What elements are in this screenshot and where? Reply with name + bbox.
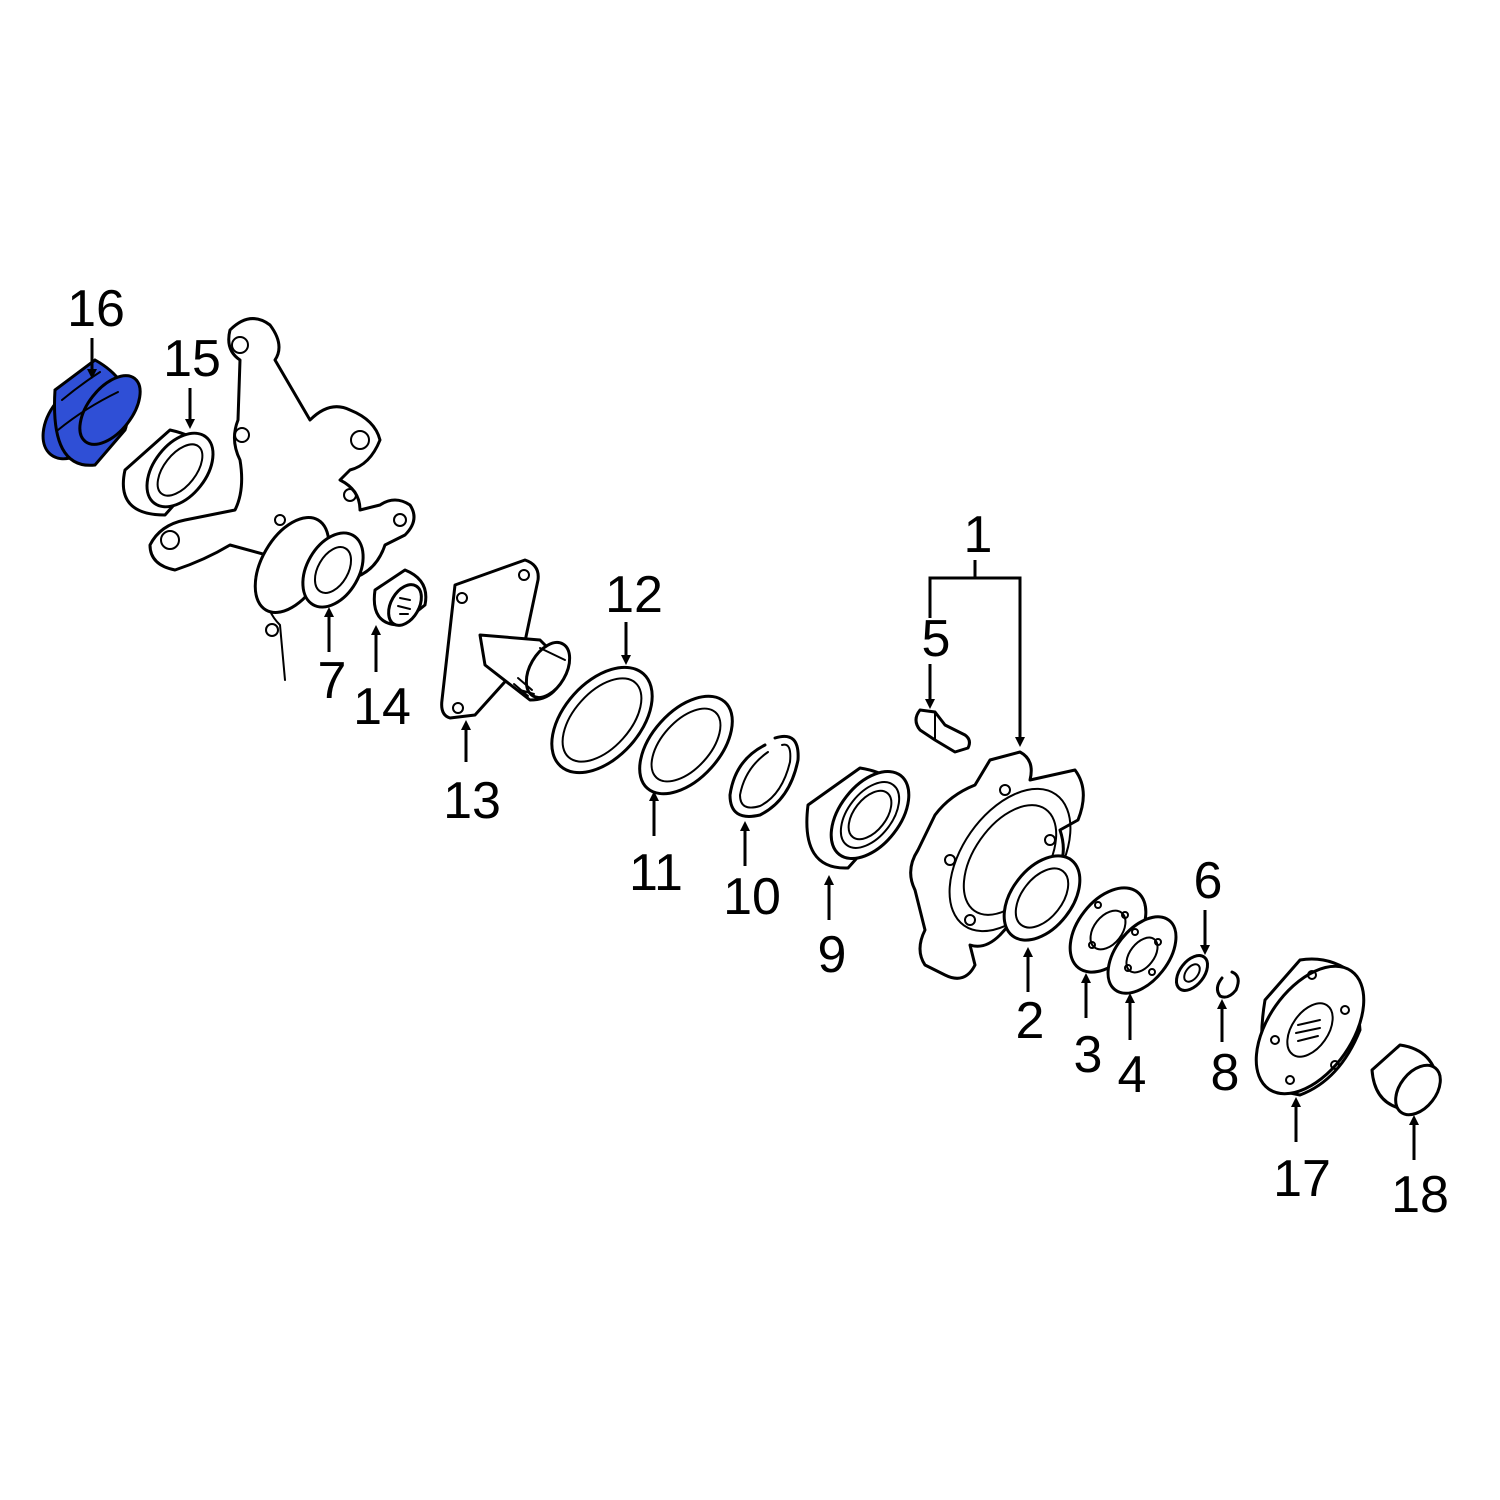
- part-8-clip[interactable]: [1215, 970, 1240, 999]
- label-7: 7: [318, 652, 347, 710]
- label-18: 18: [1391, 1166, 1449, 1224]
- label-15: 15: [163, 330, 221, 388]
- label-9: 9: [818, 926, 847, 984]
- part-14-bushing[interactable]: [372, 568, 428, 631]
- part-10-snap-ring[interactable]: [728, 734, 800, 818]
- part-12-ring[interactable]: [532, 648, 671, 791]
- part-15-bearing[interactable]: [121, 421, 226, 519]
- label-11: 11: [629, 844, 683, 902]
- part-11-seal[interactable]: [622, 679, 750, 811]
- label-13: 13: [443, 772, 501, 830]
- label-14: 14: [353, 678, 411, 736]
- label-3: 3: [1074, 1026, 1103, 1084]
- part-1-hub[interactable]: [909, 750, 1096, 980]
- part-18-hub-cap[interactable]: [1370, 1043, 1449, 1123]
- label-12: 12: [605, 566, 663, 624]
- part-2-seal[interactable]: [989, 842, 1095, 955]
- label-8: 8: [1211, 1044, 1240, 1102]
- label-16: 16: [67, 280, 125, 338]
- label-4: 4: [1118, 1046, 1147, 1104]
- part-5-wheel-stud[interactable]: [914, 708, 971, 754]
- label-5: 5: [922, 610, 951, 668]
- label-2: 2: [1016, 992, 1045, 1050]
- label-6: 6: [1194, 852, 1223, 910]
- part-4-gasket[interactable]: [1094, 904, 1189, 1005]
- part-16-dust-cap[interactable]: [29, 358, 152, 472]
- label-17: 17: [1273, 1150, 1331, 1208]
- part-13-spindle[interactable]: [440, 558, 579, 720]
- label-10: 10: [723, 868, 781, 926]
- part-7-seal[interactable]: [290, 522, 375, 617]
- leader-arrows: [87, 338, 1419, 1160]
- label-1: 1: [964, 506, 993, 564]
- part-17-drive-flange[interactable]: [1234, 947, 1385, 1113]
- part-9-wheel-bearing[interactable]: [805, 757, 925, 873]
- callout-labels: 16 15 7 14 13 12 11 10 9 1 5 2 3 4 6 8 1…: [67, 280, 1449, 1224]
- part-6-washer[interactable]: [1170, 950, 1214, 996]
